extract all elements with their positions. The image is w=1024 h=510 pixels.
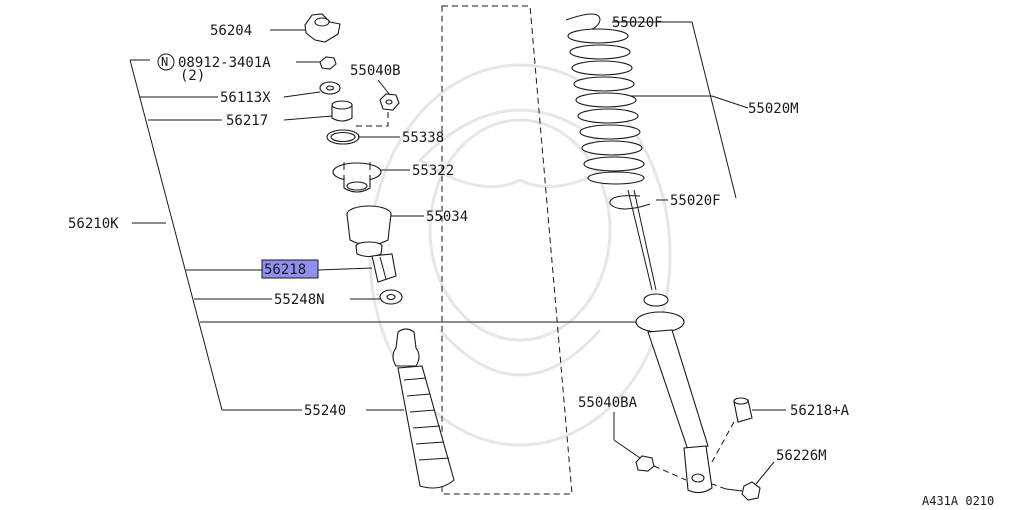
part-55040ba[interactable]: [613, 412, 687, 481]
part-55040b[interactable]: [377, 79, 400, 111]
label-55248n[interactable]: 55248N: [274, 292, 325, 308]
label-55034[interactable]: 55034: [426, 209, 468, 225]
label-08912-3401a[interactable]: 08912-3401A: [178, 55, 271, 71]
label-55240[interactable]: 55240: [304, 403, 346, 419]
part-56204[interactable]: [270, 13, 341, 43]
label-56210k[interactable]: 56210K: [68, 216, 119, 232]
label-55020f-bottom[interactable]: 55020F: [670, 193, 721, 209]
label-55040b[interactable]: 55040B: [350, 63, 401, 79]
assembly-boundary: [441, 5, 573, 495]
label-56217[interactable]: 56217: [226, 113, 268, 129]
label-56204[interactable]: 56204: [210, 23, 252, 39]
part-55034[interactable]: [346, 205, 424, 258]
bracket-56210k: [129, 59, 640, 411]
part-55338[interactable]: [326, 112, 400, 145]
part-56218[interactable]: [317, 253, 397, 283]
label-56218[interactable]: 56218: [264, 262, 306, 278]
part-55020f-bottom[interactable]: [609, 195, 668, 210]
part-shock-absorber[interactable]: [627, 189, 713, 494]
part-55020m-spring[interactable]: [565, 13, 749, 199]
part-56226m[interactable]: [711, 461, 775, 501]
label-55338[interactable]: 55338: [402, 130, 444, 146]
part-56218a[interactable]: [711, 397, 786, 463]
part-56217[interactable]: [283, 100, 353, 122]
label-n-symbol: N: [161, 55, 168, 69]
part-55322[interactable]: [332, 162, 410, 193]
label-56113x[interactable]: 56113X: [220, 90, 271, 106]
label-56218a[interactable]: 56218+A: [790, 403, 850, 419]
label-08912-qty: (2): [180, 68, 205, 84]
label-55020f-top[interactable]: 55020F: [612, 15, 663, 31]
label-55322[interactable]: 55322: [412, 163, 454, 179]
part-08912-nut[interactable]: [296, 56, 337, 70]
diagram-code: A431A 0210: [922, 494, 994, 508]
part-55240[interactable]: [366, 328, 455, 489]
label-56226m[interactable]: 56226M: [776, 448, 827, 464]
label-55020m[interactable]: 55020M: [748, 101, 799, 117]
part-55248n[interactable]: [350, 289, 403, 305]
n-circle-symbol: [157, 53, 175, 71]
label-55040ba[interactable]: 55040BA: [578, 395, 638, 411]
part-56113x[interactable]: [283, 81, 341, 98]
highlight-56218: [261, 259, 319, 279]
